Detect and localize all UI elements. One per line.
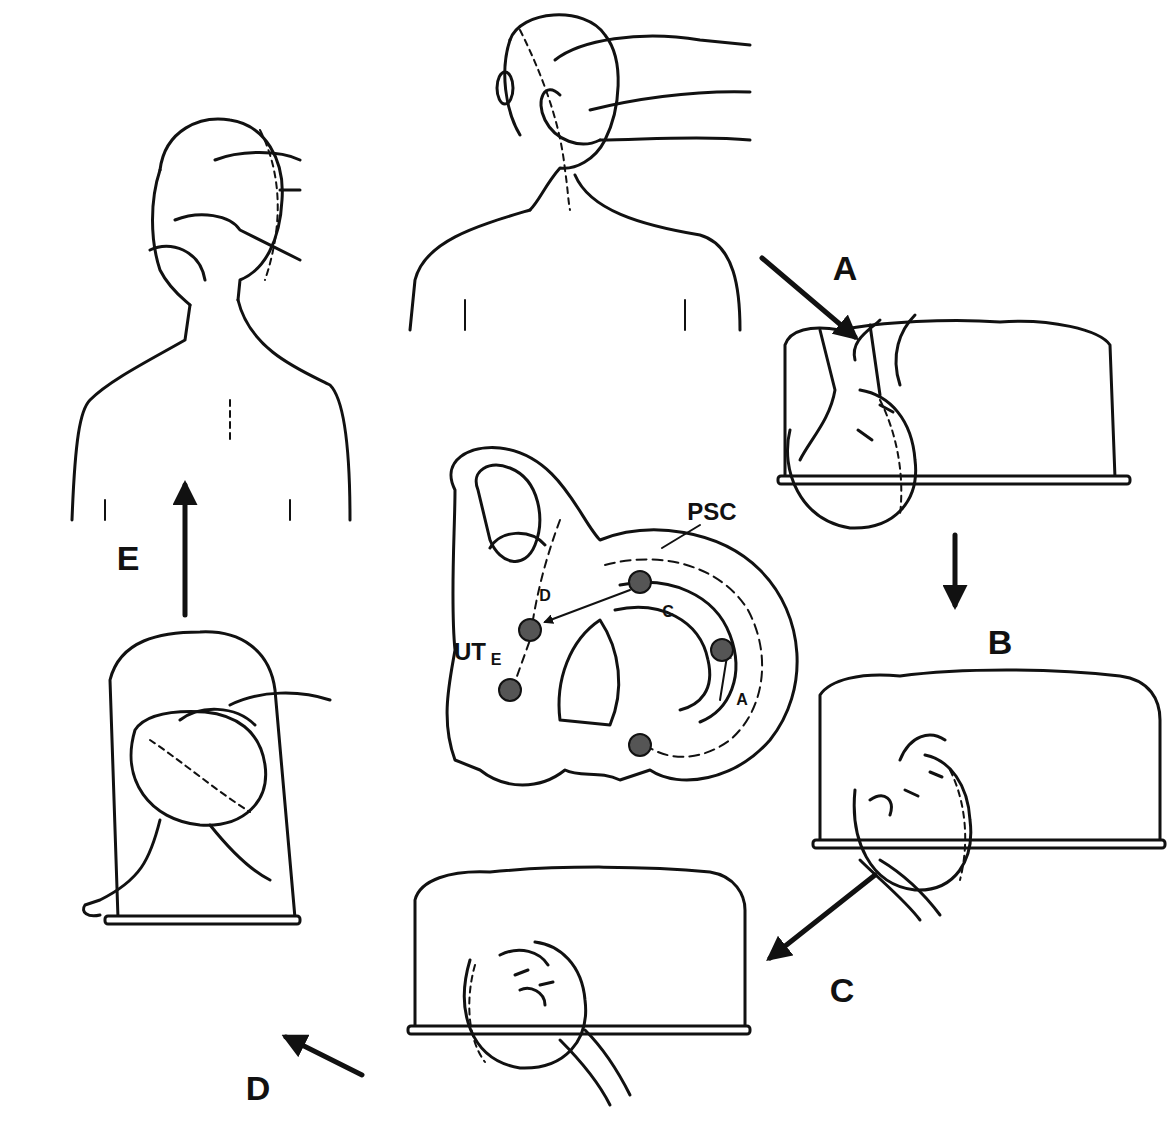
step-letter: D — [246, 1071, 271, 1105]
sitting-figure — [72, 119, 350, 520]
supine-figure — [778, 315, 1130, 528]
supine-figure — [408, 867, 750, 1105]
path-letter: E — [491, 652, 502, 668]
inner-ear — [447, 448, 797, 785]
step-letter: A — [833, 251, 858, 285]
step-arrow — [286, 1037, 362, 1075]
step-arrow — [953, 535, 958, 605]
path-letter: A — [736, 692, 748, 708]
structure-label: UT — [454, 640, 486, 664]
step-letter: C — [830, 973, 855, 1007]
step-arrow — [770, 875, 875, 958]
step-letter: E — [117, 541, 140, 575]
step-arrow — [183, 485, 188, 615]
sitting-figure — [410, 15, 750, 330]
path-letter: C — [662, 604, 674, 620]
path-letter: D — [539, 588, 551, 604]
side-lying-figure — [83, 632, 330, 924]
step-letter: B — [988, 625, 1013, 659]
canal-label: PSC — [687, 500, 736, 524]
